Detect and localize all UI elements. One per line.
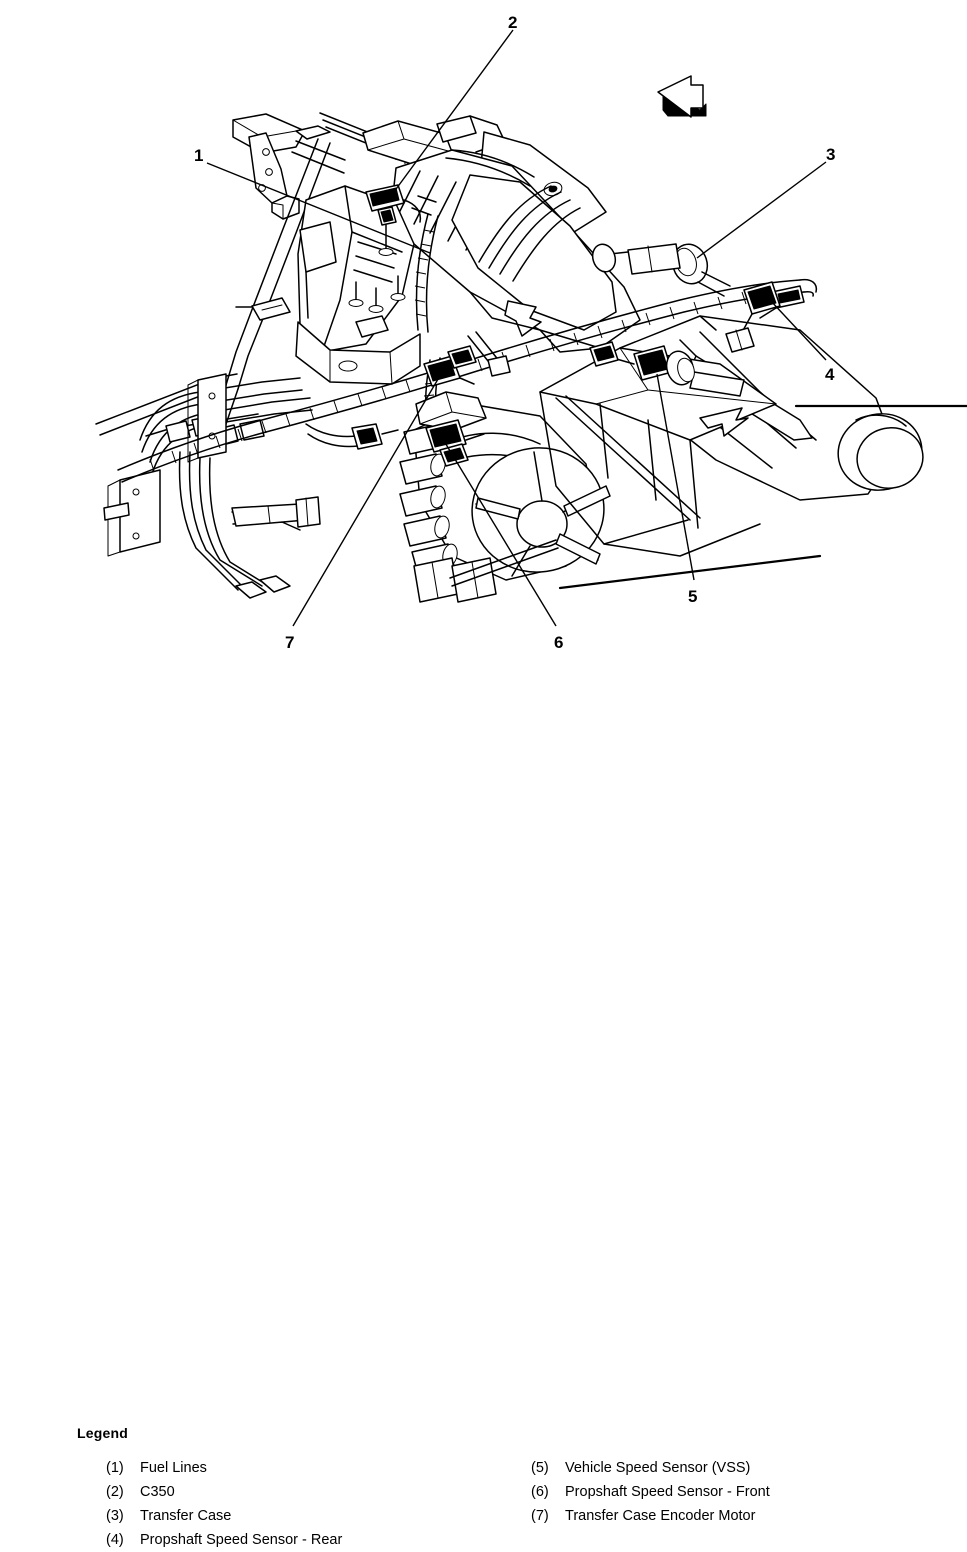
- legend-item-label: Fuel Lines: [140, 1460, 207, 1476]
- legend-item: (7) Transfer Case Encoder Motor: [531, 1504, 770, 1528]
- legend-item-label: Vehicle Speed Sensor (VSS): [565, 1460, 751, 1476]
- callout-number-2: 2: [508, 13, 518, 32]
- transfer-case-upper-collar: [591, 243, 731, 297]
- frame-rail-assembly: [95, 113, 346, 452]
- legend-item-number: (4): [106, 1532, 124, 1548]
- terminal-pins: [348, 275, 406, 313]
- callout-number-4: 4: [825, 365, 835, 384]
- legend-item-number: (7): [531, 1508, 549, 1524]
- propshaft-speed-sensor-rear: [699, 281, 781, 353]
- legend-column-left: (1) Fuel Lines (2) C350 (3) Transfer Cas…: [106, 1456, 342, 1552]
- diagram-figure: .ln{fill:none;stroke:#000;stroke-width:1…: [0, 0, 967, 700]
- engine-block-left: [251, 185, 421, 385]
- legend-item: (4) Propshaft Speed Sensor - Rear: [106, 1528, 342, 1552]
- legend-item-number: (1): [106, 1460, 124, 1476]
- legend-item-number: (3): [106, 1508, 124, 1524]
- legend-item: (5) Vehicle Speed Sensor (VSS): [531, 1456, 770, 1480]
- legend-item-label: C350: [140, 1484, 175, 1500]
- transfer-case-housing: [399, 345, 611, 603]
- transfer-case-encoder-motor: [423, 345, 477, 387]
- transmission-top-plate: [362, 115, 607, 233]
- callout-number-5: 5: [688, 587, 698, 606]
- callout-number-1: 1: [194, 146, 204, 165]
- legend-item: (3) Transfer Case: [106, 1504, 342, 1528]
- callout-number-3: 3: [826, 145, 836, 164]
- legend-item-number: (5): [531, 1460, 549, 1476]
- legend-item-label: Transfer Case: [140, 1508, 232, 1524]
- callout-number-7: 7: [285, 633, 295, 652]
- legend-item-label: Transfer Case Encoder Motor: [565, 1508, 756, 1524]
- legend-item-number: (6): [531, 1484, 549, 1500]
- arrow-left-icon: [657, 75, 707, 118]
- propshaft-speed-sensor-front: [425, 419, 485, 467]
- legend-item: (1) Fuel Lines: [106, 1456, 342, 1480]
- vehicle-speed-sensor: [589, 341, 695, 386]
- legend-item-label: Propshaft Speed Sensor - Front: [565, 1484, 770, 1500]
- legend: Legend (1) Fuel Lines (2) C350 (3) Trans…: [0, 706, 967, 1548]
- transfer-case-line-drawing: .ln{fill:none;stroke:#000;stroke-width:1…: [95, 29, 967, 627]
- legend-item: (2) C350: [106, 1480, 342, 1504]
- legend-item-number: (2): [106, 1484, 124, 1500]
- callout-leader-lines: [206, 29, 827, 627]
- rear-output-tail-housing: [539, 243, 967, 590]
- legend-column-right: (5) Vehicle Speed Sensor (VSS) (6) Props…: [531, 1456, 770, 1528]
- legend-item-label: Propshaft Speed Sensor - Rear: [140, 1532, 343, 1548]
- legend-title: Legend: [77, 1425, 128, 1441]
- legend-item: (6) Propshaft Speed Sensor - Front: [531, 1480, 770, 1504]
- fuel-lines-assembly: [103, 373, 321, 599]
- callout-number-6: 6: [554, 633, 564, 652]
